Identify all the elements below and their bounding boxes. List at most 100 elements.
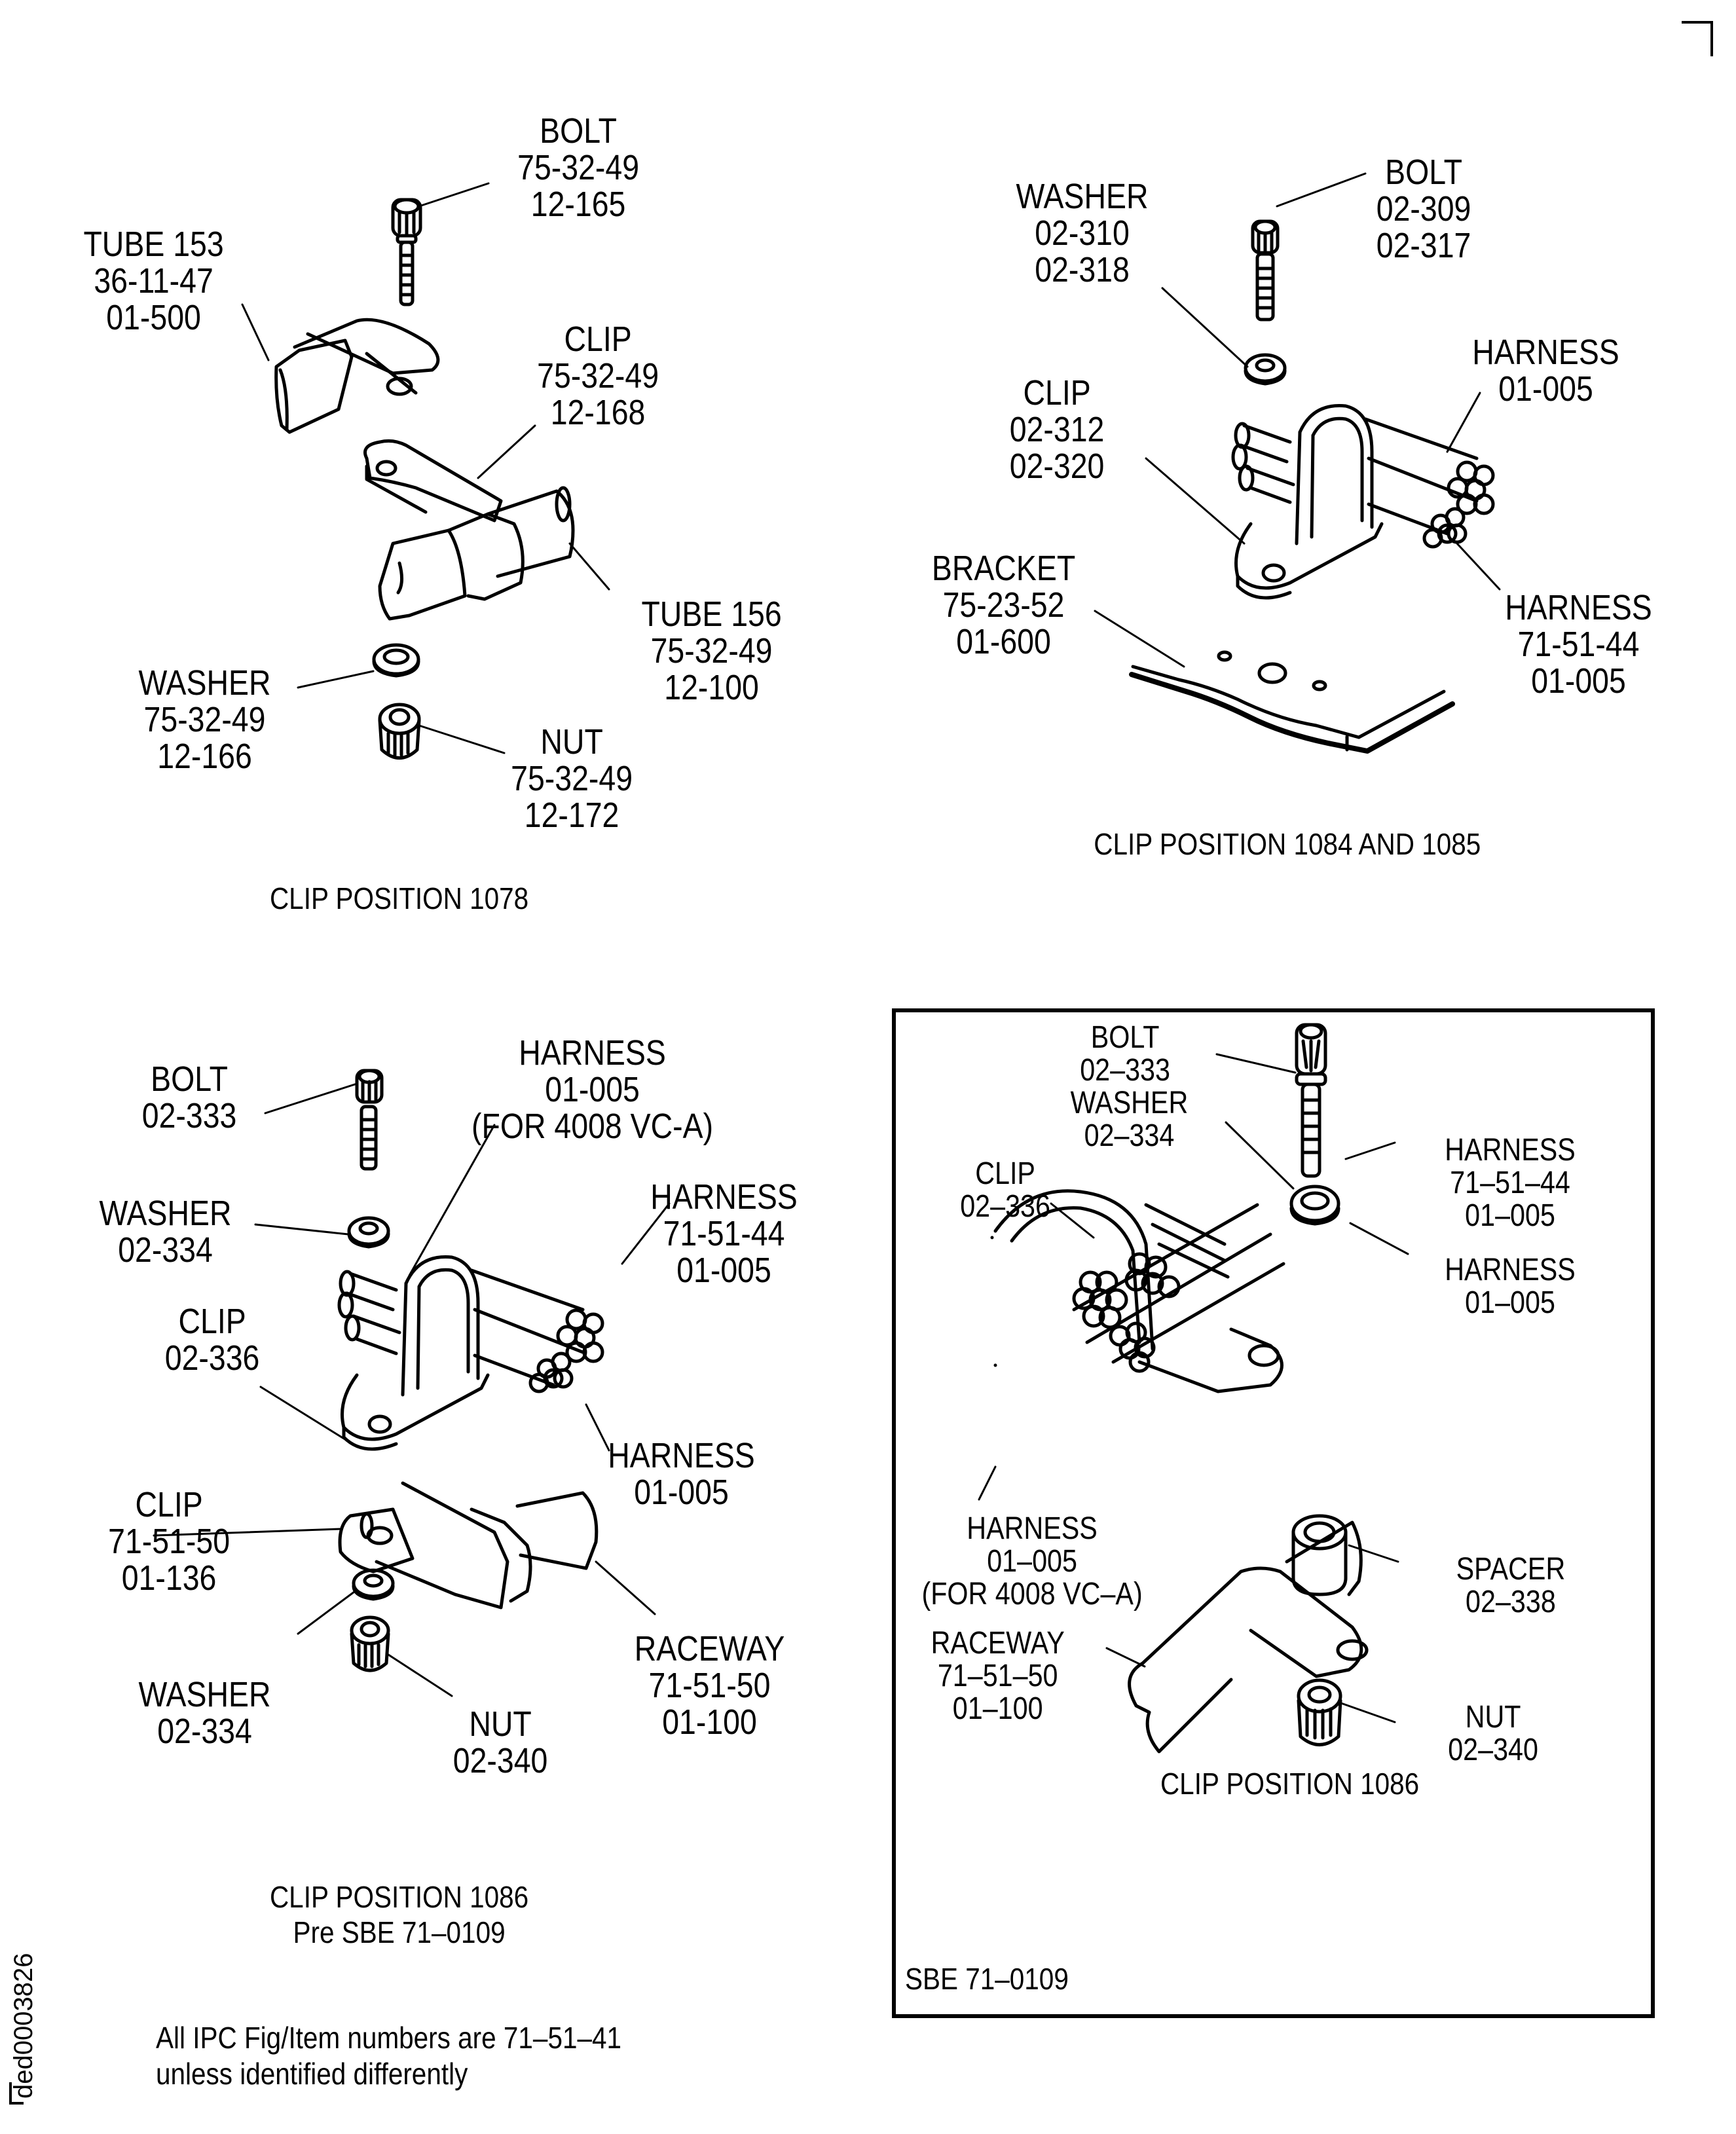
label-bolt-1078: BOLT 75-32-49 12-165 [517, 113, 639, 223]
part-name: SPACER [1456, 1552, 1566, 1587]
doc-id-tick-mark [9, 2082, 24, 2105]
bolt-icon [1295, 1023, 1327, 1178]
caption-line: CLIP POSITION 1086 [269, 1880, 529, 1914]
part-name: NUT [469, 1704, 532, 1744]
part-name: CLIP [178, 1302, 246, 1341]
label-harness-1086-pre-right: HARNESS 71-51-44 01-005 [650, 1179, 798, 1289]
leader-line [1348, 1544, 1399, 1563]
nut-icon [350, 1615, 390, 1672]
part-name: BOLT [1385, 153, 1463, 192]
panel-1084-1085-art [1094, 172, 1501, 754]
part-name: WASHER [138, 663, 271, 703]
ipc-note: All IPC Fig/Item numbers are 71–51–41 un… [156, 2020, 621, 2092]
label-washer-1086-sbe: WASHER 02–334 [1071, 1087, 1189, 1152]
leader-line [385, 1652, 453, 1697]
part-item: 01–005 [1465, 1198, 1555, 1233]
part-name: CLIP [1023, 373, 1091, 413]
label-harness-vca-1086-pre: HARNESS 01-005 (FOR 4008 VC-A) [471, 1035, 713, 1145]
leader-line [418, 182, 490, 208]
label-clip-raceway-1086-pre: CLIP 71-51-50 01-136 [108, 1485, 231, 1597]
document-id: ded0003826 [9, 1953, 38, 2099]
harness-clip-icon [990, 1189, 1285, 1393]
washer-icon [352, 1568, 395, 1601]
leader-line [1094, 610, 1185, 668]
panel-1086-pre-art [153, 1069, 671, 1697]
label-clip-1086-sbe: CLIP 02–336 [960, 1158, 1050, 1223]
part-item: 02-334 [118, 1230, 213, 1270]
leader-line [1338, 1701, 1396, 1723]
part-item: 01–005 [1465, 1285, 1555, 1320]
note-line: All IPC Fig/Item numbers are 71–51–41 [156, 2021, 622, 2055]
leader-line [1225, 1121, 1295, 1190]
note-line: unless identified differently [156, 2057, 468, 2091]
part-name: BRACKET [931, 549, 1076, 588]
part-chapter: 75-32-49 [517, 148, 640, 188]
part-item: 02–336 [960, 1188, 1050, 1224]
part-chapter: 71-51-50 [108, 1522, 231, 1562]
part-item-a: 02-312 [1009, 410, 1105, 450]
part-chapter: 71-51-50 [648, 1666, 771, 1706]
part-name: BOLT [151, 1059, 229, 1099]
part-item: 02-334 [157, 1712, 252, 1752]
leader-line [297, 1589, 358, 1635]
part-item: 12-172 [524, 796, 619, 836]
part-item: 02-336 [164, 1338, 260, 1378]
leader-line [978, 1465, 997, 1501]
caption-clip-1078: CLIP POSITION 1078 [269, 881, 529, 915]
part-name: RACEWAY [931, 1626, 1065, 1661]
sbe-panel-frame [892, 1008, 1655, 2018]
part-note: (FOR 4008 VC-A) [471, 1107, 714, 1147]
label-harness-1084-top: HARNESS 01-005 [1472, 334, 1619, 407]
caption-line: Pre SBE 71–0109 [293, 1915, 506, 1950]
label-clip-1078: CLIP 75-32-49 12-168 [537, 320, 659, 432]
part-name: HARNESS [1445, 1253, 1576, 1287]
part-name: NUT [1465, 1700, 1521, 1735]
part-item: 01-005 [1531, 661, 1626, 701]
nut-icon [378, 703, 421, 760]
label-clip-1086-pre-top: CLIP 02-336 [165, 1303, 260, 1376]
part-item: 01-005 [634, 1473, 729, 1513]
label-harness-1084-bottom: HARNESS 71-51-44 01-005 [1505, 588, 1652, 701]
part-name: HARNESS [1472, 333, 1619, 372]
leader-line [1215, 1053, 1297, 1074]
leader-line [595, 1560, 656, 1615]
harness-clip-icon [1231, 404, 1495, 600]
part-item: 01-005 [545, 1070, 640, 1110]
label-harness-1086-sbe-top: HARNESS 71–51–44 01–005 [1445, 1134, 1576, 1232]
leader-line [259, 1386, 348, 1442]
part-name: CLIP [975, 1156, 1035, 1191]
washer-icon [1244, 353, 1287, 386]
part-chapter: 75-23-52 [942, 585, 1065, 625]
label-nut-1078: NUT 75-32-49 12-172 [511, 724, 633, 834]
label-washer-1086-pre-top: WASHER 02-334 [99, 1195, 231, 1268]
washer-icon [372, 643, 420, 678]
leader-line [1349, 1222, 1409, 1255]
leader-line [1276, 172, 1367, 208]
washer-icon [347, 1216, 390, 1249]
leader-line [297, 670, 375, 689]
label-tube-153: TUBE 153 36-11-47 01-500 [83, 226, 223, 337]
bolt-icon [1251, 219, 1280, 322]
part-name: WASHER [99, 1194, 232, 1233]
part-name: WASHER [138, 1675, 271, 1714]
label-clip-1084: CLIP 02-312 02-320 [1010, 375, 1105, 485]
leader-line [585, 1403, 610, 1452]
leader-line [264, 1082, 358, 1114]
part-name: HARNESS [1505, 588, 1652, 627]
part-name: NUT [540, 722, 603, 762]
part-item: 02–333 [1080, 1052, 1170, 1088]
part-item-a: 02-310 [1035, 213, 1130, 253]
tube-153-icon [274, 318, 440, 434]
leader-line [153, 1528, 342, 1537]
part-chapter: 75-32-49 [537, 356, 659, 396]
sbe-tag: SBE 71–0109 [905, 1962, 1069, 1996]
part-name: BOLT [540, 111, 618, 151]
label-raceway-1086-pre: RACEWAY 71-51-50 01-100 [635, 1630, 785, 1741]
part-item: 12-100 [664, 668, 759, 708]
part-name: HARNESS [650, 1177, 798, 1217]
part-name: CLIP [135, 1485, 203, 1524]
leader-line [254, 1223, 350, 1236]
part-name: CLIP [564, 320, 632, 359]
label-bracket-1084: BRACKET 75-23-52 01-600 [931, 549, 1076, 661]
